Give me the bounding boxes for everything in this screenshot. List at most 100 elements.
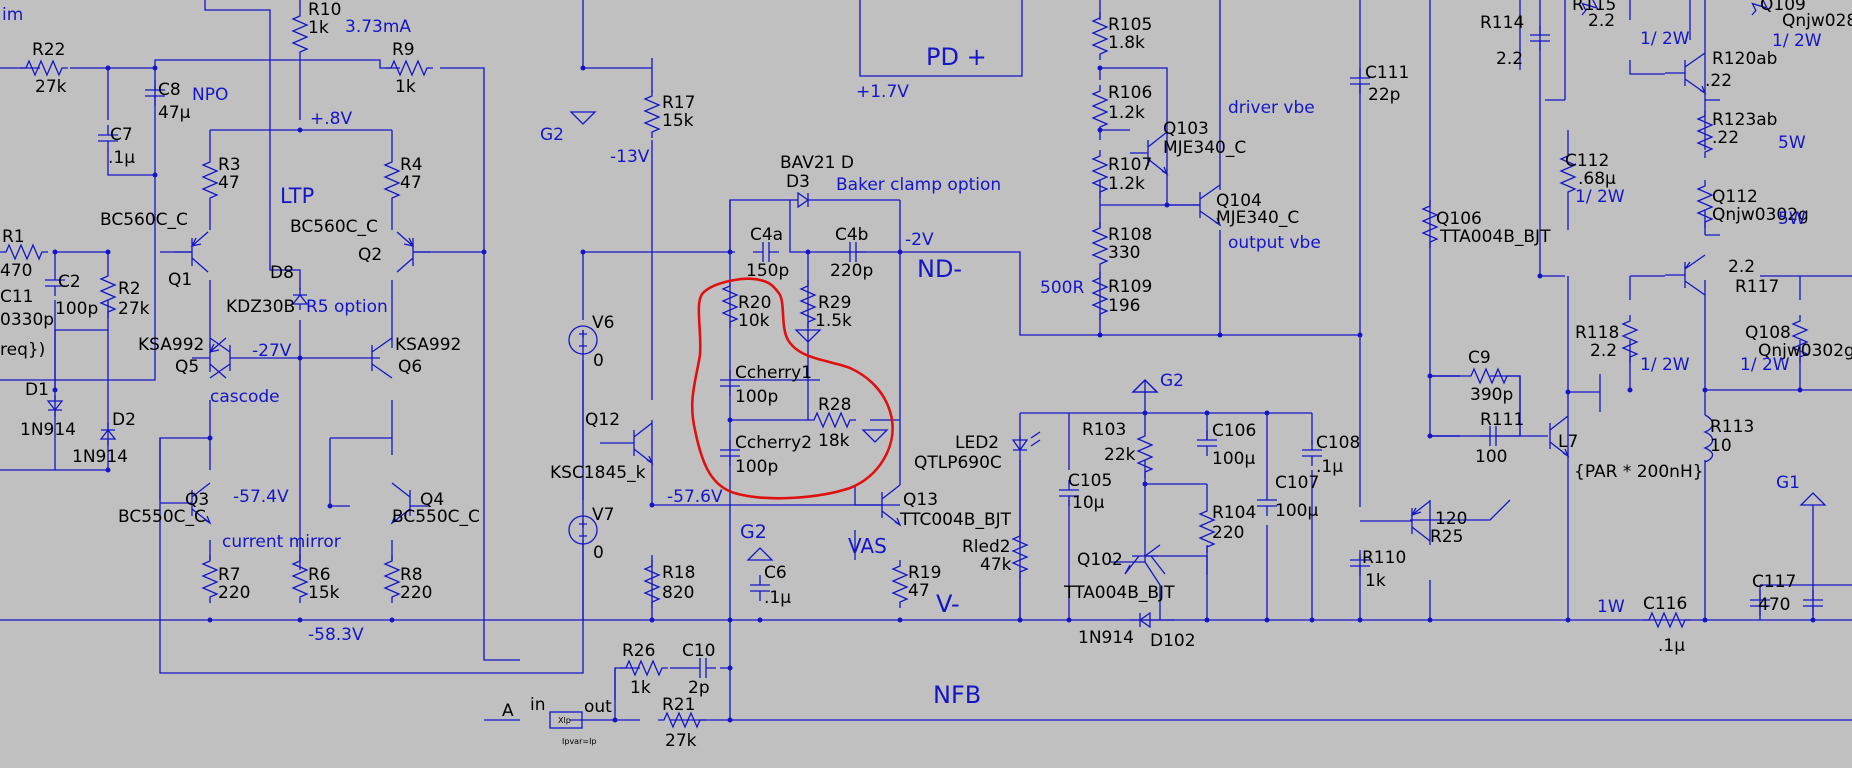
label-r114: R115 — [1572, 0, 1616, 15]
label-ccherry2: Ccherry2 — [735, 433, 812, 453]
label-r26: R26 — [622, 641, 655, 661]
label-r114-val: 2.2 — [1588, 11, 1615, 31]
label-q112: R117 — [1735, 277, 1779, 297]
label-q102-model: TTA004B_BJT — [1063, 583, 1175, 603]
label-l7: R113 — [1710, 417, 1754, 437]
label-q109: R120ab — [1712, 49, 1777, 69]
label-c10-val: 2p — [688, 678, 710, 698]
label-q112-model: 2.2 — [1728, 257, 1755, 277]
label-c107-val: 100µ — [1275, 501, 1318, 521]
label-r110: Q106 — [1436, 209, 1482, 229]
label-pout: out — [584, 697, 612, 717]
label-rled2: Rled2 — [962, 537, 1011, 557]
label-r7: R7 — [218, 565, 241, 585]
label-r117: R118 — [1575, 323, 1619, 343]
label-m576: -57.6V — [667, 487, 723, 507]
label-cmirror: current mirror — [222, 532, 341, 552]
label-r22-val: 27k — [35, 77, 67, 97]
label-r3-val: 47 — [218, 173, 240, 193]
label-r25: C9 — [1468, 348, 1491, 368]
label-r111-val: .68µ — [1578, 169, 1616, 189]
label-r109: R109 — [1108, 277, 1152, 297]
label-q104-model: MJE340_C — [1216, 208, 1299, 228]
label-r118-val: Qnjw0302g — [1758, 341, 1852, 361]
wires — [0, 0, 1852, 721]
label-c11: C11 — [0, 287, 34, 307]
label-r3: R3 — [218, 155, 241, 175]
label-half3: 1/ 2W — [1575, 187, 1625, 207]
label-c10: C10 — [682, 641, 716, 661]
label-c107: C107 — [1275, 473, 1319, 493]
label-r7-val: 220 — [218, 583, 250, 603]
label-c8: C8 — [158, 80, 181, 100]
label-d2-val: 1N914 — [72, 447, 128, 467]
label-r106: R106 — [1108, 83, 1152, 103]
label-q12: Q12 — [585, 410, 620, 430]
label-q2: Q2 — [358, 245, 382, 265]
label-c2-val: 100p — [55, 299, 98, 319]
label-c112-val: 2.2 — [1496, 49, 1523, 69]
label-c6-val: .1µ — [764, 588, 791, 608]
label-q13-model: TTC004B_BJT — [899, 510, 1012, 530]
label-c11-val: 0330p — [0, 310, 54, 330]
label-r105-val: 1.8k — [1108, 33, 1145, 53]
label-r104: R104 — [1212, 503, 1256, 523]
label-baker: Baker clamp option — [836, 175, 1001, 195]
label-r500: 500R — [1040, 278, 1084, 298]
label-d2: D2 — [112, 410, 136, 430]
label-r123-val: Qnjw0302g — [1712, 205, 1809, 225]
label-r110-val: TTA004B_BJT — [1439, 227, 1551, 247]
label-c7-val: .1µ — [108, 148, 135, 168]
junction-dots — [52, 65, 1816, 723]
hand-drawn-highlight — [690, 277, 894, 500]
label-r19-val: 47 — [908, 581, 930, 601]
label-c116: C117 — [1752, 572, 1796, 592]
label-driver: driver vbe — [1228, 98, 1315, 118]
label-d102-val: 1N914 — [1078, 628, 1134, 648]
label-c112: R114 — [1480, 13, 1524, 33]
label-g2b: G2 — [740, 521, 767, 543]
label-r1: R1 — [2, 227, 25, 247]
label-r113-val: .1µ — [1658, 636, 1685, 656]
label-req: req}) — [0, 340, 45, 360]
label-m13: -13V — [610, 147, 650, 167]
label-c2: C2 — [58, 272, 81, 292]
label-q6: Q6 — [398, 357, 422, 377]
label-ccherry1-val: 100p — [735, 387, 778, 407]
label-w5b: 5W — [1778, 209, 1806, 229]
label-w5a: 5W — [1778, 133, 1806, 153]
label-r25-val: 390p — [1470, 385, 1513, 405]
label-v6-val: 0 — [593, 351, 604, 371]
label-ccherry2-val: 100p — [735, 457, 778, 477]
label-q4-model: BC550C_C — [392, 507, 480, 527]
label-m27: -27V — [252, 341, 292, 361]
label-r18-val: 820 — [662, 583, 694, 603]
label-r103-val: 22k — [1104, 445, 1136, 465]
label-r18: R18 — [662, 563, 695, 583]
label-c111-val: 1k — [1365, 571, 1386, 591]
label-r9-val: 1k — [395, 77, 416, 97]
label-r123: Q112 — [1712, 187, 1758, 207]
label-r28: R28 — [818, 395, 851, 415]
label-half5: 1/ 2W — [1740, 355, 1790, 375]
label-r117-val: 2.2 — [1590, 341, 1617, 361]
label-rled2-val: 47k — [980, 555, 1012, 575]
label-q3: Q3 — [185, 490, 209, 510]
label-c105-val: 10µ — [1072, 493, 1105, 513]
label-ccherry1: Ccherry1 — [735, 363, 812, 383]
label-w1: 1W — [1597, 597, 1625, 617]
label-c105: C105 — [1068, 471, 1112, 491]
label-r107-val: 1.2k — [1108, 174, 1145, 194]
label-r115-val: Qnjw0281g — [1782, 11, 1852, 31]
label-r20-val: 10k — [738, 311, 770, 331]
label-vas: VAS — [848, 534, 887, 558]
label-r103: R103 — [1082, 420, 1126, 440]
label-v7: V7 — [592, 505, 614, 525]
label-r113: C116 — [1643, 594, 1687, 614]
label-v7-val: 0 — [593, 543, 604, 563]
label-ltp: LTP — [280, 184, 314, 208]
label-r20: R20 — [738, 293, 771, 313]
label-c4a-val: 150p — [746, 261, 789, 281]
label-q12-model: KSC1845_k — [550, 463, 646, 483]
label-cascode: cascode — [210, 387, 280, 407]
